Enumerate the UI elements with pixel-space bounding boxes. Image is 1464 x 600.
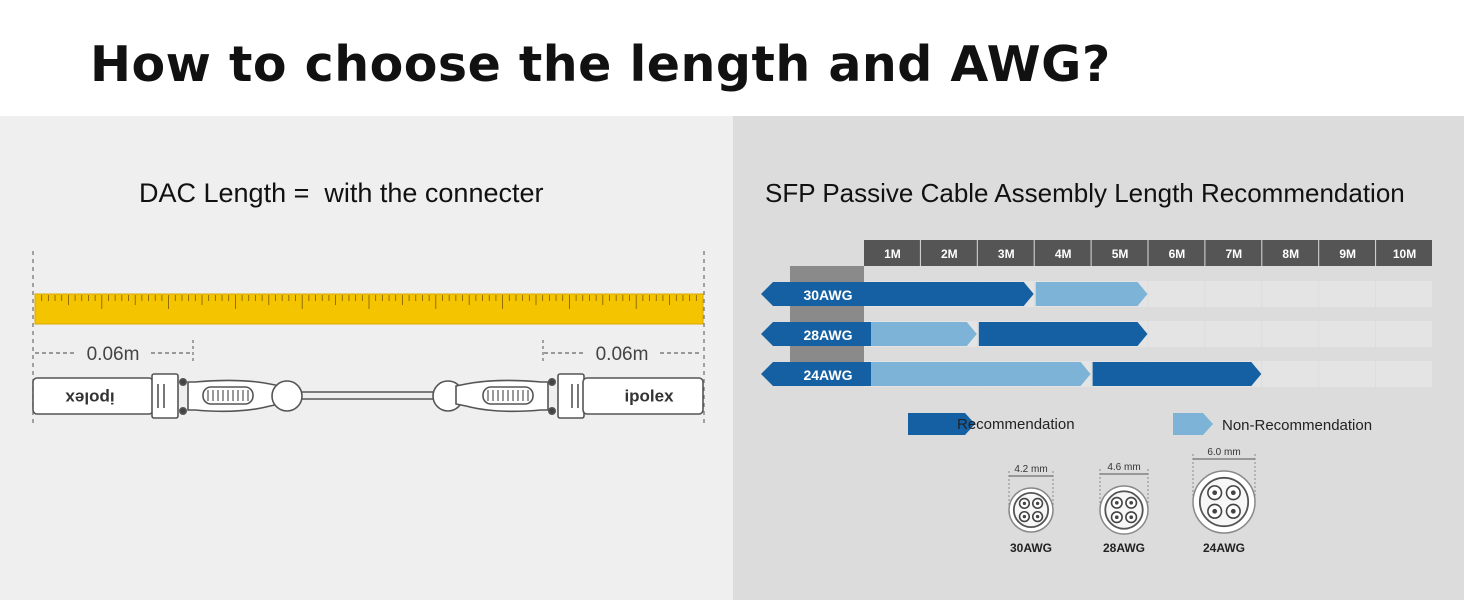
empty-cell: [1205, 281, 1262, 307]
non-recommendation-bar: [864, 362, 1091, 386]
non-recommendation-bar: [864, 322, 977, 346]
length-header-cell: [920, 240, 977, 266]
cross-section-awg-label: 30AWG: [1010, 541, 1052, 555]
empty-cell: [1262, 361, 1319, 387]
left-dimension-label: 0.06m: [87, 344, 140, 365]
length-header-label: 8M: [1282, 247, 1299, 261]
recommendation-heading: SFP Passive Cable Assembly Length Recomm…: [765, 178, 1405, 208]
grip-ridges: [207, 390, 529, 401]
length-header-cell: [1319, 240, 1376, 266]
cross-section-awg-label: 28AWG: [1103, 541, 1145, 555]
awg-row-label-tag: [761, 322, 871, 346]
recommendation-bar: [978, 322, 1148, 346]
length-header-cell: [1376, 240, 1432, 266]
recommendation-legend-label: Recommendation: [957, 416, 1075, 433]
length-header-cell: [1091, 240, 1148, 266]
dac-cable: [32, 373, 704, 419]
empty-cell: [1319, 361, 1376, 387]
recommendation-bar: [1092, 362, 1262, 386]
dac-length-panel: DAC Length = with the connecter 0.06m 0.…: [0, 116, 733, 600]
right-module-body: [582, 377, 704, 415]
length-header-label: 10M: [1393, 247, 1416, 261]
length-header-label: 4M: [1055, 247, 1072, 261]
empty-cell: [1319, 321, 1376, 347]
non-recommendation-legend-swatch: [1173, 413, 1213, 435]
cable-cross-section: 4.2 mm: [1008, 464, 1054, 533]
length-header-label: 7M: [1226, 247, 1243, 261]
brand-logo-right: ipolex: [624, 386, 674, 405]
non-recommendation-legend-label: Non-Recommendation: [1222, 417, 1373, 434]
length-recommendation-panel: SFP Passive Cable Assembly Length Recomm…: [733, 116, 1464, 600]
cross-section-awg-label: 24AWG: [1203, 541, 1245, 555]
recommendation-chart: 30AWG 28AWG 24AWG 1M 2M 3M 4M 5M 6M 7M 8M 9M 10M 4.…: [761, 240, 1432, 555]
empty-cell: [1205, 321, 1262, 347]
cable-cross-section: 4.6 mm: [1099, 462, 1149, 535]
non-recommendation-bar: [1035, 282, 1148, 306]
length-header-cell: [1148, 240, 1205, 266]
empty-cell: [1262, 281, 1319, 307]
empty-cell: [1319, 281, 1376, 307]
length-header-cell: [1205, 240, 1262, 266]
length-header-cell: [1262, 240, 1319, 266]
awg-row-label: 28AWG: [803, 327, 852, 343]
empty-cell: [1376, 321, 1432, 347]
page-title: How to choose the length and AWG?: [90, 36, 1111, 93]
diameter-label: 6.0 mm: [1207, 447, 1240, 458]
right-dimension-label: 0.06m: [596, 344, 649, 365]
awg-row-label-tag: [761, 362, 871, 386]
left-pull-ring: [271, 380, 303, 412]
length-header-label: 9M: [1339, 247, 1356, 261]
length-header-label: 6M: [1169, 247, 1186, 261]
empty-cell: [1376, 281, 1432, 307]
empty-cell: [1148, 281, 1205, 307]
length-header-label: 2M: [941, 247, 958, 261]
length-header-cell: [864, 240, 920, 266]
empty-cell: [1262, 321, 1319, 347]
left-latch: [151, 373, 179, 419]
awg-row-label-tag: [761, 282, 871, 306]
cable-cross-section: 6.0 mm: [1192, 447, 1256, 534]
empty-cell: [1376, 361, 1432, 387]
diameter-label: 4.2 mm: [1014, 464, 1047, 475]
length-header-cell: [1034, 240, 1091, 266]
length-header-label: 3M: [998, 247, 1015, 261]
right-latch: [557, 373, 585, 419]
awg-row-label: 30AWG: [803, 287, 852, 303]
dac-length-heading: DAC Length = with the connecter: [139, 178, 544, 208]
length-header-cell: [977, 240, 1034, 266]
length-header-label: 1M: [884, 247, 901, 261]
dac-length-diagram: 0.06m 0.06m: [32, 251, 705, 426]
empty-cell: [1148, 321, 1205, 347]
length-header-label: 5M: [1112, 247, 1129, 261]
measuring-tape: [34, 293, 704, 325]
brand-logo-left: ipolex: [65, 389, 115, 408]
diameter-label: 4.6 mm: [1107, 462, 1140, 473]
recommendation-bar: [864, 282, 1034, 306]
recommendation-legend-swatch: [908, 413, 975, 435]
awg-row-label: 24AWG: [803, 367, 852, 383]
